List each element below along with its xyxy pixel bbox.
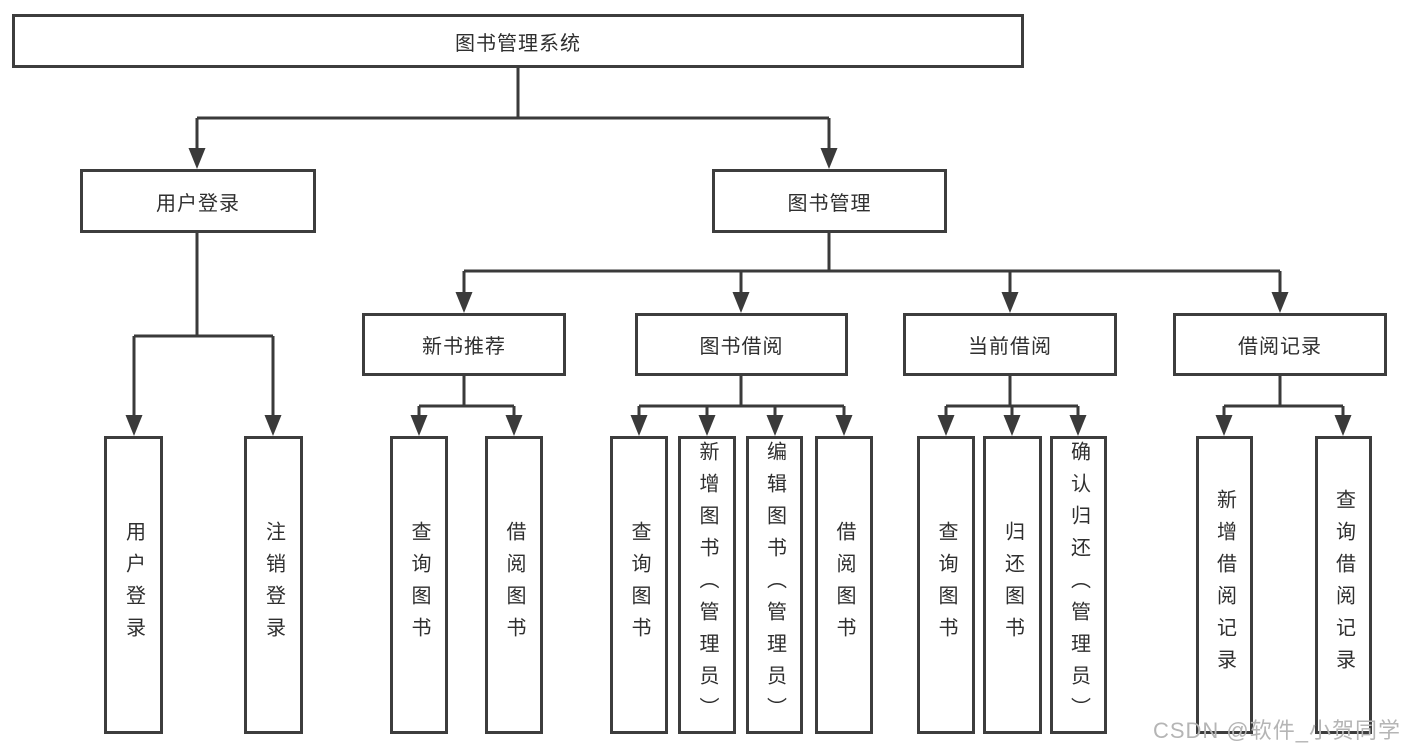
arrowhead [1334,415,1352,436]
node-label: 用户登录 [122,521,145,649]
node-new-book-recommend: 新书推荐 [362,313,566,376]
node-label: 编辑图书（管理员） [763,441,786,729]
arrowhead [188,148,206,169]
node-label: 图书借阅 [699,336,784,358]
node-label: 当前借阅 [968,336,1052,358]
node-label: 新增借阅记录 [1213,489,1236,681]
node-book-borrow: 图书借阅 [635,313,848,376]
leaf-edit-books-admin: 编辑图书（管理员） [746,436,803,734]
leaf-query-books-borrow: 查询图书 [610,436,668,734]
arrowhead [410,415,428,436]
node-borrow-records: 借阅记录 [1173,313,1387,376]
node-library-management-system: 图书管理系统 [12,14,1024,68]
leaf-logout: 注销登录 [244,436,303,734]
leaf-add-borrow-record: 新增借阅记录 [1196,436,1253,734]
node-label: 确认归还（管理员） [1067,441,1090,729]
arrowhead [820,148,838,169]
node-user-login: 用户登录 [80,169,316,233]
node-label: 借阅图书 [503,521,525,649]
arrowhead [1069,415,1087,436]
arrowhead [630,415,648,436]
csdn-watermark: CSDN @软件_小贺同学 [1152,718,1401,743]
node-label: 归还图书 [1001,521,1024,649]
branch-borrow-records [1215,376,1352,436]
arrowhead [835,415,853,436]
arrowhead [1215,415,1233,436]
leaf-borrow-books: 借阅图书 [815,436,873,734]
leaf-add-books-admin: 新增图书（管理员） [678,436,736,734]
branch-book-management [455,233,1289,313]
node-label: 查询图书 [408,521,430,649]
branch-new-book-recommend [410,376,523,436]
leaf-return-books: 归还图书 [983,436,1042,734]
node-label: 借阅图书 [833,521,855,649]
node-label: 查询借阅记录 [1332,489,1355,681]
node-label: 用户登录 [156,192,240,215]
branch-book-borrow [630,376,853,436]
leaf-borrow-books-recommend: 借阅图书 [485,436,543,734]
node-label: 新书推荐 [422,336,506,358]
node-label: 图书管理系统 [455,32,581,55]
arrowhead [937,415,955,436]
arrowhead [125,415,143,436]
arrowhead [766,415,784,436]
leaf-query-books-current: 查询图书 [917,436,975,734]
node-book-management: 图书管理 [712,169,947,233]
node-label: 图书管理 [787,192,872,215]
node-label: 查询图书 [628,521,650,649]
leaf-query-borrow-record: 查询借阅记录 [1315,436,1372,734]
arrowhead [264,415,282,436]
node-label: 借阅记录 [1238,336,1322,358]
arrowhead [732,292,750,313]
arrowhead [505,415,523,436]
node-label: 新增图书（管理员） [696,441,718,729]
arrowhead [1003,415,1021,436]
node-label: 注销登录 [262,521,285,649]
leaf-query-books-recommend: 查询图书 [390,436,448,734]
leaf-user-login: 用户登录 [104,436,163,734]
arrowhead [1001,292,1019,313]
leaf-confirm-return-admin: 确认归还（管理员） [1050,436,1107,734]
branch-root [188,66,838,169]
branch-user-login [125,233,282,436]
arrowhead [698,415,716,436]
node-current-borrow: 当前借阅 [903,313,1117,376]
node-label: 查询图书 [935,521,957,649]
arrowhead [455,292,473,313]
branch-current-borrow [937,376,1087,436]
arrowhead [1271,292,1289,313]
